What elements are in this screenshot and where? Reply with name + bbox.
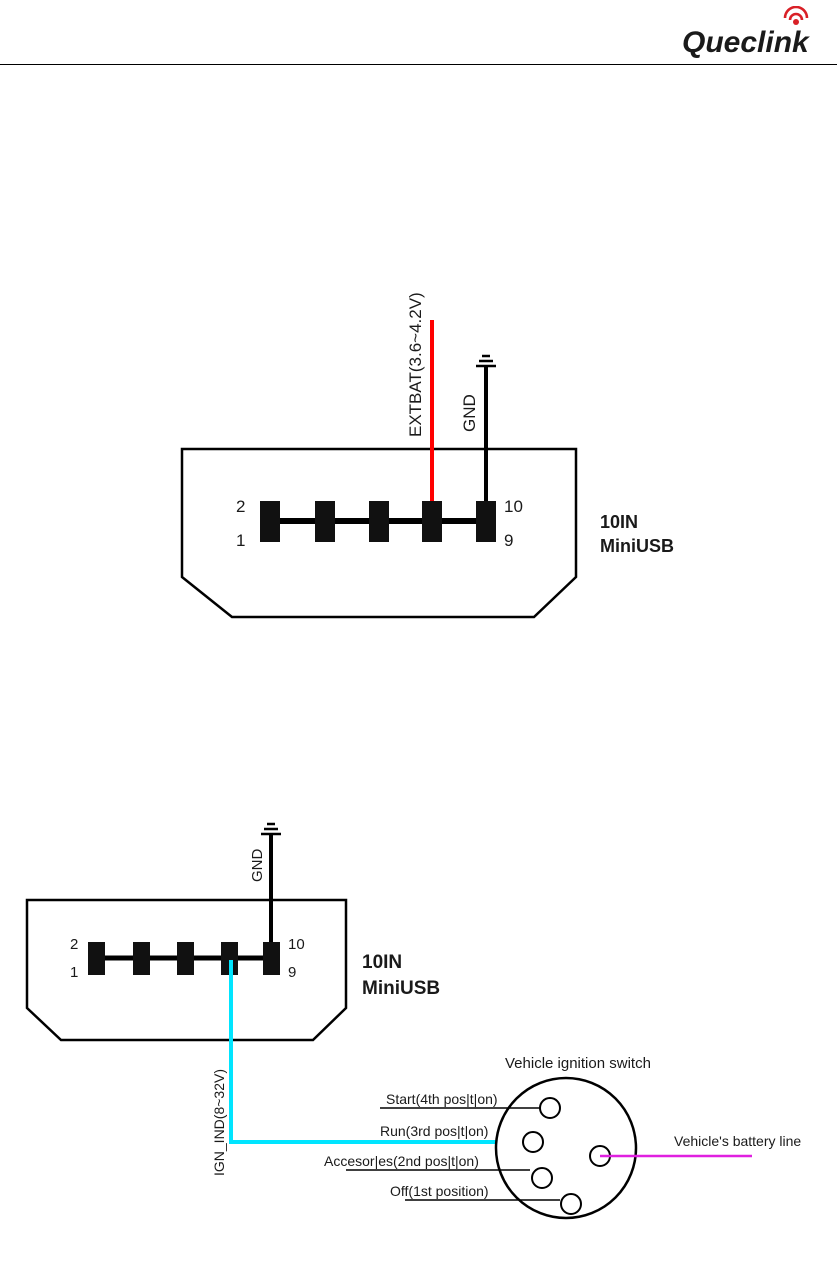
ign-label: IGN_IND(8~32V) [211, 1069, 227, 1176]
connector-name-line1: 10IN [600, 512, 638, 532]
connector-name-line2: MiniUSB [600, 536, 674, 556]
pin-1-2-b [88, 942, 105, 975]
pin-number-10: 10 [504, 497, 523, 516]
pin-3-4 [315, 501, 335, 542]
pin-5-6 [369, 501, 389, 542]
pin-number-2: 2 [236, 497, 245, 516]
pin-7-8 [422, 501, 442, 542]
diagram-extbat-wiring: EXTBAT(3.6~4.2V) GND 2 1 10 9 10IN MiniU… [0, 250, 837, 630]
connector-name-line2-b: MiniUSB [362, 978, 440, 999]
switch-pos-start: Start(4th pos|t|on) [386, 1091, 498, 1107]
switch-pos-run: Run(3rd pos|t|on) [380, 1123, 488, 1139]
contact-start [540, 1098, 560, 1118]
pin-5-6-b [177, 942, 194, 975]
pin-number-1: 1 [236, 531, 245, 550]
pin-number-10b: 10 [288, 936, 305, 953]
ground-symbol-icon [476, 356, 496, 366]
contact-off [561, 1194, 581, 1214]
pin-3-4-b [133, 942, 150, 975]
ground-symbol-icon-2 [261, 824, 281, 834]
contact-run [523, 1132, 543, 1152]
extbat-label: EXTBAT(3.6~4.2V) [406, 292, 425, 437]
switch-pos-off: Off(1st position) [390, 1183, 489, 1199]
switch-pos-accessories: Accesor|es(2nd pos|t|on) [324, 1153, 479, 1169]
signal-icon [785, 7, 807, 25]
pin-number-9: 9 [504, 531, 513, 550]
pin-1-2 [260, 501, 280, 542]
gnd-label-2: GND [249, 849, 266, 883]
logo-text: Queclink [682, 26, 810, 58]
battery-label: Vehicle's battery line [674, 1133, 801, 1149]
pin-number-9b: 9 [288, 964, 296, 981]
switch-title: Vehicle ignition switch [505, 1055, 651, 1072]
pin-number-1b: 1 [70, 964, 78, 981]
header-rule [0, 64, 837, 65]
pin-number-2b: 2 [70, 936, 78, 953]
pin-9-10-b [263, 942, 280, 975]
pin-9-10 [476, 501, 496, 542]
connector-name-line1-b: 10IN [362, 952, 402, 973]
gnd-label-1: GND [460, 394, 479, 432]
contact-accessories [532, 1168, 552, 1188]
queclink-logo: Queclink [678, 6, 832, 58]
diagram-ignition-wiring: GND 2 1 10 9 10IN MiniUSB IGN_IND(8~32V)… [0, 815, 837, 1235]
